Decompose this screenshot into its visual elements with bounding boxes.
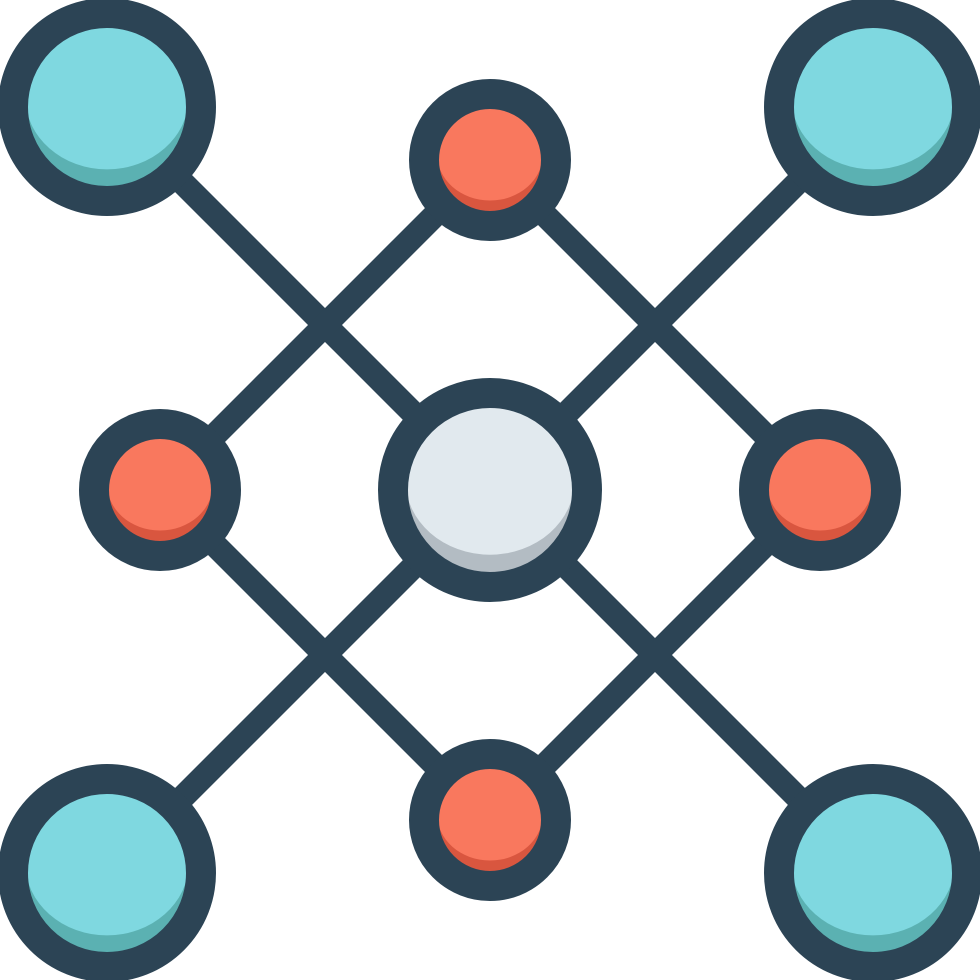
node-top-right-outline — [764, 0, 980, 216]
node-center — [378, 378, 602, 602]
node-top-left-outline — [0, 0, 216, 216]
node-center-outline — [378, 378, 602, 602]
node-top-left-fill — [27, 27, 187, 170]
node-bottom-right-fill — [793, 793, 953, 936]
node-top-outline — [409, 79, 571, 241]
node-center-fill — [407, 407, 573, 555]
node-bottom — [409, 739, 571, 901]
node-left-fill — [108, 438, 212, 531]
node-right — [739, 409, 901, 571]
node-bottom-right-outline — [764, 764, 980, 980]
node-top-fill — [438, 108, 542, 201]
node-top — [409, 79, 571, 241]
node-bottom-left-outline — [0, 764, 216, 980]
node-bottom-right — [764, 764, 980, 980]
node-bottom-outline — [409, 739, 571, 901]
node-left — [79, 409, 241, 571]
node-top-right-fill — [793, 27, 953, 170]
node-right-outline — [739, 409, 901, 571]
node-top-right — [764, 0, 980, 216]
node-top-left — [0, 0, 216, 216]
node-bottom-fill — [438, 768, 542, 861]
node-bottom-left-fill — [27, 793, 187, 936]
node-right-fill — [768, 438, 872, 531]
node-bottom-left — [0, 764, 216, 980]
node-left-outline — [79, 409, 241, 571]
